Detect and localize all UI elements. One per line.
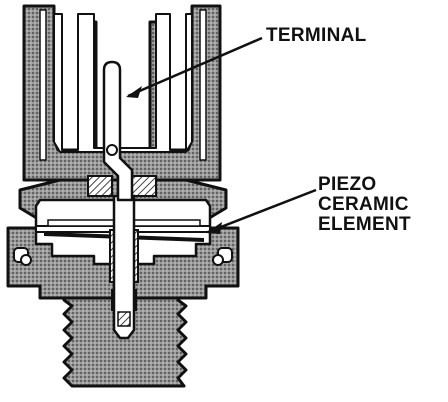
terminal-arrowhead xyxy=(126,86,142,98)
connector-housing xyxy=(22,4,222,182)
terminal-leader-line xyxy=(127,36,263,98)
center-post xyxy=(112,194,136,340)
piezo-ceramic-element-label: PIEZO CERAMIC ELEMENT xyxy=(318,175,411,235)
piezo-leader-line xyxy=(207,188,317,234)
piezo-label-line-2: CERAMIC xyxy=(318,194,409,215)
piezo-label-line-1: PIEZO xyxy=(318,174,377,195)
piezo-label-line-3: ELEMENT xyxy=(318,214,411,235)
terminal-pin xyxy=(102,60,134,202)
terminal-label: TERMINAL xyxy=(266,25,367,46)
piezo-arrowhead xyxy=(206,222,222,234)
